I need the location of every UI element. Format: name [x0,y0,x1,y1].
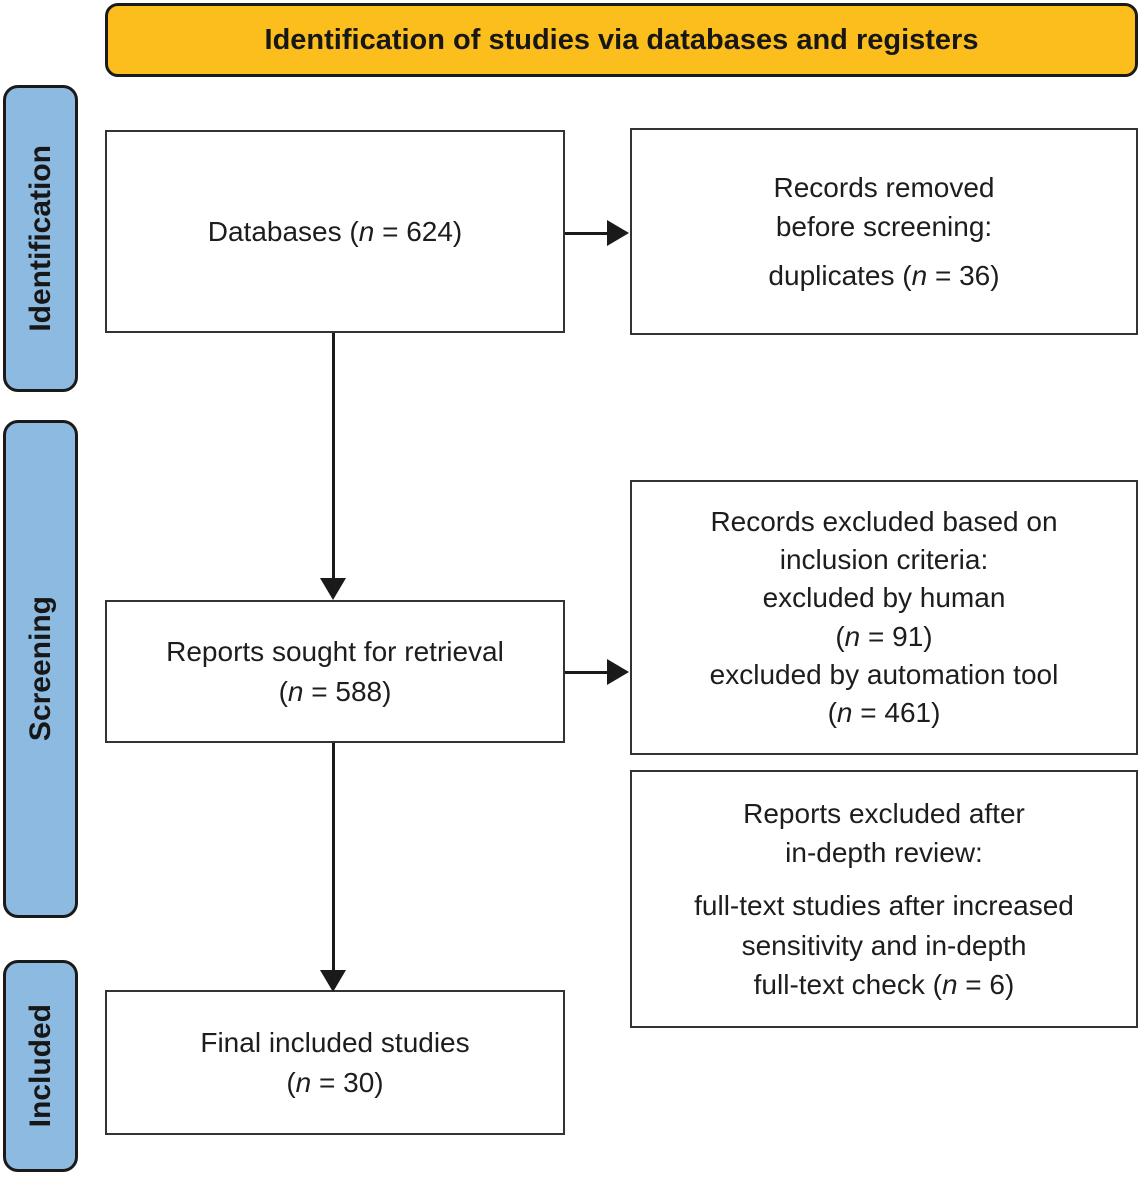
diagram-title: Identification of studies via databases … [264,23,979,56]
stage-screening-label: Screening [23,596,57,742]
stage-identification-label: Identification [23,145,57,332]
arrow-reports-to-excluded-line [565,671,609,674]
stage-included: Included [3,960,78,1172]
stage-screening: Screening [3,420,78,918]
arrow-databases-to-removed-line [565,232,609,235]
arrow-databases-to-removed-head-icon [607,220,629,246]
final-included-box: Final included studies(n = 30) [105,990,565,1135]
reports-sought-box: Reports sought for retrieval(n = 588) [105,600,565,743]
diagram-title-banner: Identification of studies via databases … [105,3,1138,77]
stage-included-label: Included [23,1004,57,1128]
arrow-databases-to-reports-head-icon [320,578,346,600]
arrow-reports-to-final-line [332,743,335,972]
databases-box: Databases (n = 624) [105,130,565,333]
stage-identification: Identification [3,85,78,392]
arrow-databases-to-reports-line [332,333,335,580]
arrow-reports-to-excluded-head-icon [607,659,629,685]
arrow-reports-to-final-head-icon [320,970,346,992]
